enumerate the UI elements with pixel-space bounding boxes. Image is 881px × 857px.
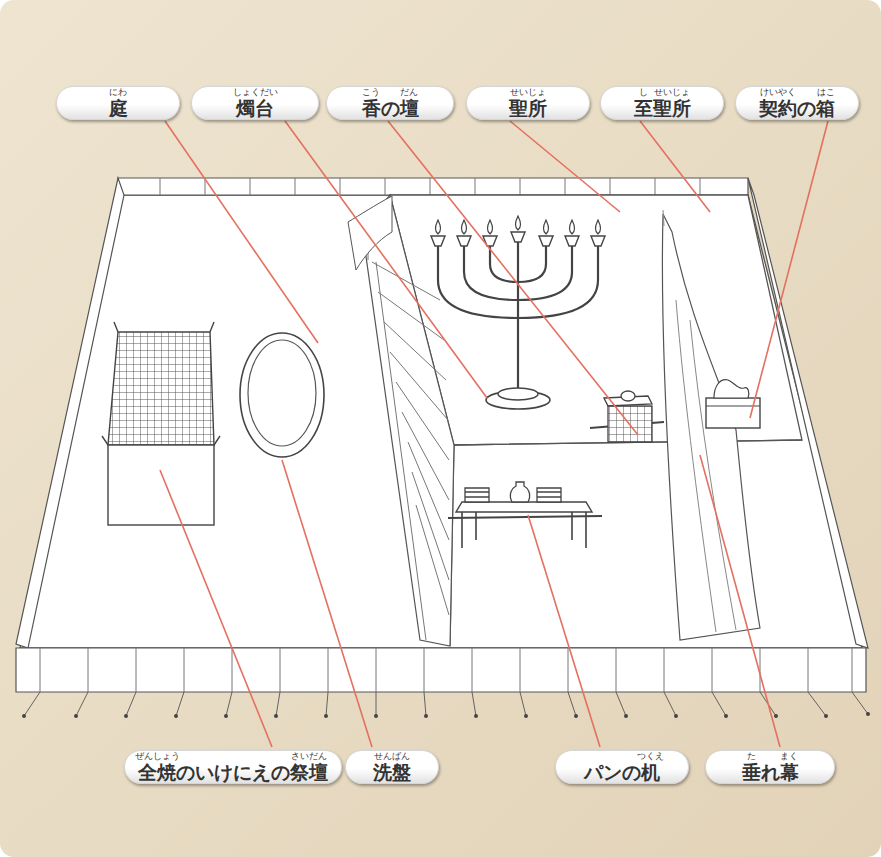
part-name: 香の壇 bbox=[362, 98, 419, 118]
furigana: まく bbox=[780, 751, 798, 762]
furigana: せんばん bbox=[374, 751, 410, 762]
callout-pill: パンの机つくえ bbox=[555, 750, 689, 784]
holy-place-floor bbox=[390, 195, 802, 445]
fence-posts bbox=[160, 178, 700, 195]
censer bbox=[621, 391, 635, 401]
altar-grate bbox=[108, 332, 214, 445]
fence-posts bbox=[40, 648, 852, 692]
menorah-stem bbox=[517, 238, 519, 392]
callout-pill: 契約の箱けいやく はこ bbox=[735, 86, 859, 120]
part-name: 至聖所 bbox=[634, 98, 691, 118]
furigana: こう bbox=[362, 87, 380, 98]
leader-lines bbox=[160, 121, 828, 747]
lamp-flames bbox=[436, 216, 601, 234]
part-name: 全焼のいけにえの祭壇 bbox=[138, 762, 328, 782]
leader-line bbox=[528, 515, 600, 747]
part-name: 洗盤 bbox=[373, 762, 411, 782]
callout-pill: 至聖所しせいじょ bbox=[600, 86, 724, 120]
furigana: ぜんしょう bbox=[135, 751, 180, 762]
callout-pill: 燭台しょくだい bbox=[191, 86, 319, 120]
rope-stakes bbox=[24, 714, 868, 716]
tent-side-curtain bbox=[362, 195, 454, 646]
menorah-branch bbox=[464, 245, 572, 300]
menorah bbox=[438, 238, 598, 392]
table-rods bbox=[448, 516, 602, 518]
laver-rim bbox=[248, 340, 316, 446]
leader-line bbox=[700, 455, 780, 747]
part-name: 契約の箱 bbox=[759, 98, 835, 118]
furigana: にわ bbox=[109, 87, 127, 98]
furigana: しょくだい bbox=[233, 87, 278, 98]
callout-pill: 庭にわ bbox=[56, 86, 180, 120]
furigana: だん bbox=[400, 87, 418, 98]
leader-line bbox=[750, 121, 828, 418]
menorah-branch bbox=[438, 245, 598, 318]
leader-line bbox=[165, 121, 318, 343]
altar-horns bbox=[102, 322, 220, 445]
furigana: せいじょ bbox=[654, 87, 690, 98]
tent-ropes bbox=[24, 692, 868, 716]
callout-pill: 聖所せいじょ bbox=[466, 86, 590, 120]
lamp-cups bbox=[431, 232, 605, 246]
leader-line bbox=[640, 121, 710, 212]
furigana: た bbox=[747, 751, 756, 762]
leader-line bbox=[282, 460, 372, 747]
menorah-base bbox=[498, 388, 538, 400]
leader-line bbox=[285, 121, 487, 398]
veil-curtain bbox=[662, 214, 760, 640]
laver bbox=[240, 333, 324, 457]
cherubim bbox=[714, 380, 749, 398]
front-fence bbox=[16, 648, 866, 692]
table-legs bbox=[462, 512, 586, 548]
callout-pill: 垂れ幕た まく bbox=[705, 750, 835, 784]
part-name: パンの机 bbox=[584, 762, 660, 782]
ark-lid bbox=[706, 406, 760, 407]
leader-line bbox=[160, 470, 272, 747]
menorah-branch bbox=[490, 245, 546, 282]
court-floor bbox=[20, 195, 862, 648]
altar-box bbox=[108, 445, 214, 525]
furigana: はこ bbox=[817, 87, 835, 98]
callout-pill: 全焼のいけにえの祭壇ぜんしょう さいだん bbox=[124, 750, 342, 784]
furigana: つくえ bbox=[637, 751, 664, 762]
furigana: し bbox=[639, 87, 648, 98]
table-top bbox=[456, 502, 592, 512]
leader-line bbox=[388, 121, 638, 435]
jug bbox=[510, 482, 529, 502]
part-name: 燭台 bbox=[236, 98, 274, 118]
callout-pill: 洗盤せんばん bbox=[345, 750, 439, 784]
part-name: 庭 bbox=[109, 98, 128, 118]
part-name: 垂れ幕 bbox=[742, 762, 799, 782]
callout-pill: 香の壇こう だん bbox=[326, 86, 454, 120]
part-name: 聖所 bbox=[509, 98, 547, 118]
furigana: さいだん bbox=[291, 751, 327, 762]
leader-line bbox=[510, 121, 620, 212]
left-fence bbox=[16, 178, 124, 648]
furigana: けいやく bbox=[760, 87, 796, 98]
back-fence bbox=[118, 178, 748, 195]
furigana: せいじょ bbox=[510, 87, 546, 98]
